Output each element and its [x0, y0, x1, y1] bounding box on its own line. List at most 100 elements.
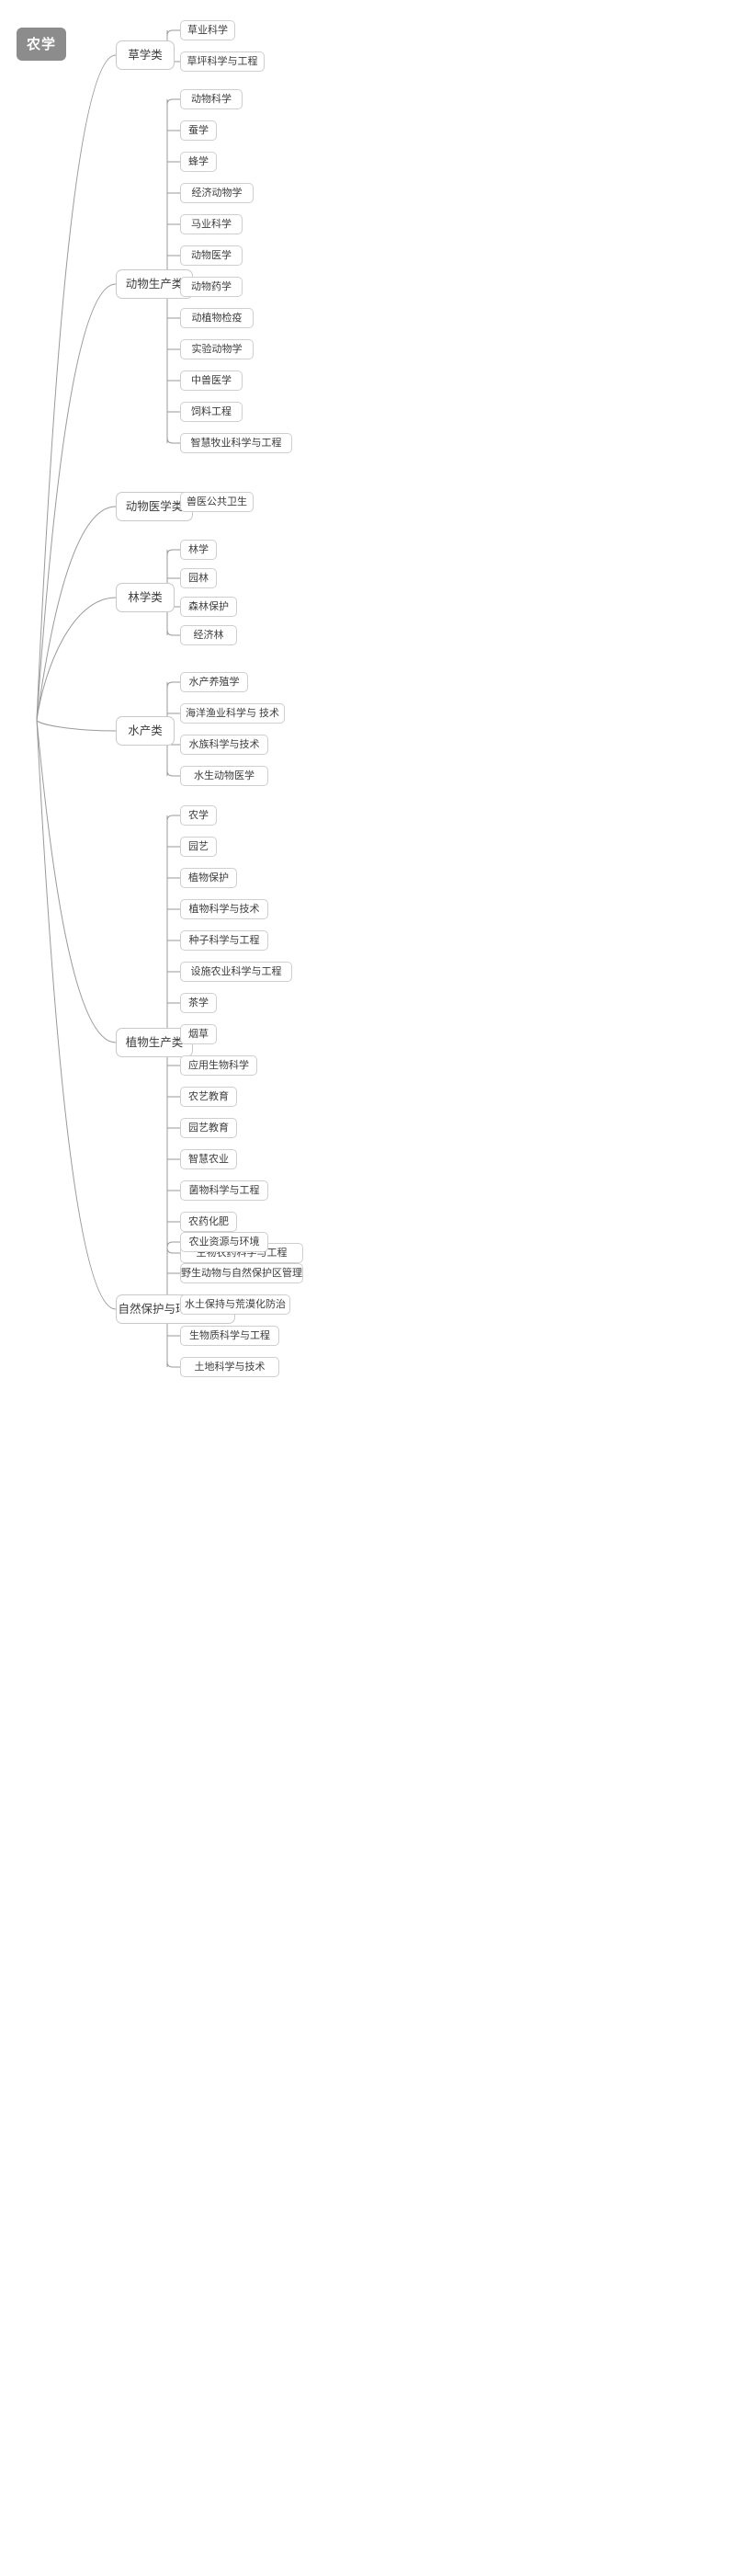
mindmap-leaf-5-2-label: 海洋渔业科学与 技术: [185, 707, 280, 719]
mindmap-leaf-2-4-label: 经济动物学: [191, 187, 243, 199]
mindmap-leaf-2-8-label: 动植物检疫: [191, 312, 243, 324]
mindmap-leaf-7-4-label: 生物质科学与工程: [189, 1329, 270, 1341]
mindmap-leaf-4-2[interactable]: 园林: [180, 568, 217, 588]
mindmap-edge: [166, 681, 180, 689]
mindmap-branch-4[interactable]: 林学类: [116, 583, 175, 612]
mindmap-leaf-1-1-label: 草业科学: [187, 24, 228, 36]
mindmap-leaf-6-10-label: 农艺教育: [188, 1090, 229, 1102]
mindmap-leaf-2-4[interactable]: 经济动物学: [180, 183, 254, 203]
mindmap-leaf-2-10[interactable]: 中兽医学: [180, 370, 243, 391]
mindmap-leaf-6-6[interactable]: 设施农业科学与工程: [180, 962, 292, 982]
mindmap-branch-1[interactable]: 草学类: [116, 40, 175, 70]
mindmap-leaf-2-3-label: 蜂学: [188, 155, 209, 167]
mindmap-leaf-4-3[interactable]: 森林保护: [180, 597, 237, 617]
mindmap-root-node[interactable]: 农学: [17, 28, 66, 61]
mindmap-leaf-6-11[interactable]: 园艺教育: [180, 1118, 237, 1138]
mindmap-branch-6-label: 植物生产类: [125, 1035, 184, 1049]
mindmap-leaf-2-7[interactable]: 动物药学: [180, 277, 243, 297]
mindmap-leaf-6-10[interactable]: 农艺教育: [180, 1087, 237, 1107]
mindmap-leaf-2-12-label: 智慧牧业科学与工程: [190, 437, 282, 449]
mindmap-edge: [166, 815, 180, 822]
mindmap-leaf-6-1[interactable]: 农学: [180, 805, 217, 826]
mindmap-leaf-2-11[interactable]: 饲料工程: [180, 402, 243, 422]
mindmap-leaf-2-9[interactable]: 实验动物学: [180, 339, 254, 359]
mindmap-leaf-5-3-label: 水族科学与技术: [188, 738, 260, 750]
mindmap-leaf-6-2-label: 园艺: [188, 840, 209, 852]
mindmap-edge: [166, 29, 180, 37]
mindmap-leaf-2-9-label: 实验动物学: [191, 343, 243, 355]
mindmap-leaf-7-1[interactable]: 农业资源与环境: [180, 1232, 268, 1252]
mindmap-edge: [166, 1241, 180, 1248]
mindmap-leaf-5-3[interactable]: 水族科学与技术: [180, 735, 268, 755]
mindmap-leaf-5-4-label: 水生动物医学: [194, 769, 254, 781]
mindmap-leaf-7-2-label: 野生动物与自然保护区管理: [181, 1267, 302, 1279]
mindmap-leaf-1-1[interactable]: 草业科学: [180, 20, 235, 40]
mindmap-leaf-2-5-label: 马业科学: [191, 218, 232, 230]
mindmap-leaf-4-1[interactable]: 林学: [180, 540, 217, 560]
mindmap-leaf-5-2[interactable]: 海洋渔业科学与 技术: [180, 703, 285, 724]
mindmap-leaf-3-1[interactable]: 兽医公共卫生: [180, 492, 254, 512]
mindmap-edge: [166, 549, 180, 556]
mindmap-leaf-2-3[interactable]: 蜂学: [180, 152, 217, 172]
mindmap-edge: [36, 506, 117, 721]
mindmap-edge: [36, 719, 117, 1043]
mindmap-leaf-7-1-label: 农业资源与环境: [188, 1236, 260, 1248]
mindmap-leaf-6-2[interactable]: 园艺: [180, 837, 217, 857]
mindmap-leaf-1-2-label: 草坪科学与工程: [187, 55, 258, 67]
mindmap-leaf-6-11-label: 园艺教育: [188, 1122, 229, 1134]
mindmap-leaf-6-5-label: 种子科学与工程: [188, 934, 260, 946]
mindmap-edge: [166, 1361, 180, 1368]
mindmap-leaf-6-14-label: 农药化肥: [188, 1215, 229, 1227]
mindmap-leaf-6-13[interactable]: 菌物科学与工程: [180, 1180, 268, 1201]
mindmap-leaf-4-3-label: 森林保护: [188, 600, 229, 612]
mindmap-branch-5[interactable]: 水产类: [116, 716, 175, 746]
mindmap-leaf-6-6-label: 设施农业科学与工程: [190, 965, 282, 977]
mindmap-branch-4-label: 林学类: [128, 590, 163, 604]
mindmap-leaf-2-2[interactable]: 蚕学: [180, 120, 217, 141]
mindmap-leaf-2-5[interactable]: 马业科学: [180, 214, 243, 234]
mindmap-leaf-7-3[interactable]: 水土保持与荒漠化防治: [180, 1294, 290, 1315]
mindmap-leaf-2-12[interactable]: 智慧牧业科学与工程: [180, 433, 292, 453]
mindmap-leaf-2-6-label: 动物医学: [191, 249, 232, 261]
mindmap-leaf-7-5[interactable]: 土地科学与技术: [180, 1357, 279, 1377]
mindmap-leaf-2-8[interactable]: 动植物检疫: [180, 308, 254, 328]
mindmap-leaf-1-2[interactable]: 草坪科学与工程: [180, 51, 265, 72]
mindmap-leaf-6-3[interactable]: 植物保护: [180, 868, 237, 888]
mindmap-edge: [36, 283, 117, 721]
mindmap-leaf-6-9[interactable]: 应用生物科学: [180, 1055, 257, 1076]
mindmap-leaf-2-2-label: 蚕学: [188, 124, 209, 136]
mindmap-leaf-2-6[interactable]: 动物医学: [180, 245, 243, 266]
mindmap-edge: [166, 437, 180, 444]
mindmap-edge: [36, 719, 117, 1310]
mindmap-leaf-6-12[interactable]: 智慧农业: [180, 1149, 237, 1169]
mindmap-leaf-5-1-label: 水产养殖学: [188, 676, 240, 688]
mindmap-edge: [166, 1247, 180, 1254]
mindmap-leaf-6-7[interactable]: 茶学: [180, 993, 217, 1013]
mindmap-leaf-7-3-label: 水土保持与荒漠化防治: [185, 1298, 286, 1310]
mindmap-branch-1-label: 草学类: [128, 48, 163, 62]
mindmap-leaf-5-4[interactable]: 水生动物医学: [180, 766, 268, 786]
mindmap-leaf-2-1[interactable]: 动物科学: [180, 89, 243, 109]
mindmap-leaf-5-1[interactable]: 水产养殖学: [180, 672, 248, 692]
mindmap-leaf-6-4-label: 植物科学与技术: [188, 903, 260, 915]
mindmap-leaf-6-15-label: 生物农药科学与工程: [196, 1247, 288, 1259]
mindmap-leaf-2-11-label: 饲料工程: [191, 405, 232, 417]
mindmap-leaf-4-4-label: 经济林: [193, 629, 224, 641]
mindmap-leaf-6-7-label: 茶学: [188, 997, 209, 1009]
mindmap-leaf-6-13-label: 菌物科学与工程: [188, 1184, 260, 1196]
mindmap-leaf-6-1-label: 农学: [188, 809, 209, 821]
mindmap-leaf-2-1-label: 动物科学: [191, 93, 232, 105]
mindmap-leaf-4-4[interactable]: 经济林: [180, 625, 237, 645]
mindmap-leaf-2-10-label: 中兽医学: [191, 374, 232, 386]
mindmap-edge: [166, 98, 180, 106]
mindmap-leaf-6-4[interactable]: 植物科学与技术: [180, 899, 268, 919]
mindmap-leaf-6-3-label: 植物保护: [188, 872, 229, 883]
mindmap-leaf-3-1-label: 兽医公共卫生: [187, 496, 247, 507]
mindmap-leaf-6-14[interactable]: 农药化肥: [180, 1212, 237, 1232]
mindmap-leaf-6-5[interactable]: 种子科学与工程: [180, 930, 268, 951]
mindmap-leaf-7-2[interactable]: 野生动物与自然保护区管理: [180, 1263, 303, 1283]
mindmap-branch-3-label: 动物医学类: [125, 499, 184, 513]
mindmap-leaf-7-4[interactable]: 生物质科学与工程: [180, 1326, 279, 1346]
mindmap-leaf-6-8[interactable]: 烟草: [180, 1024, 217, 1044]
